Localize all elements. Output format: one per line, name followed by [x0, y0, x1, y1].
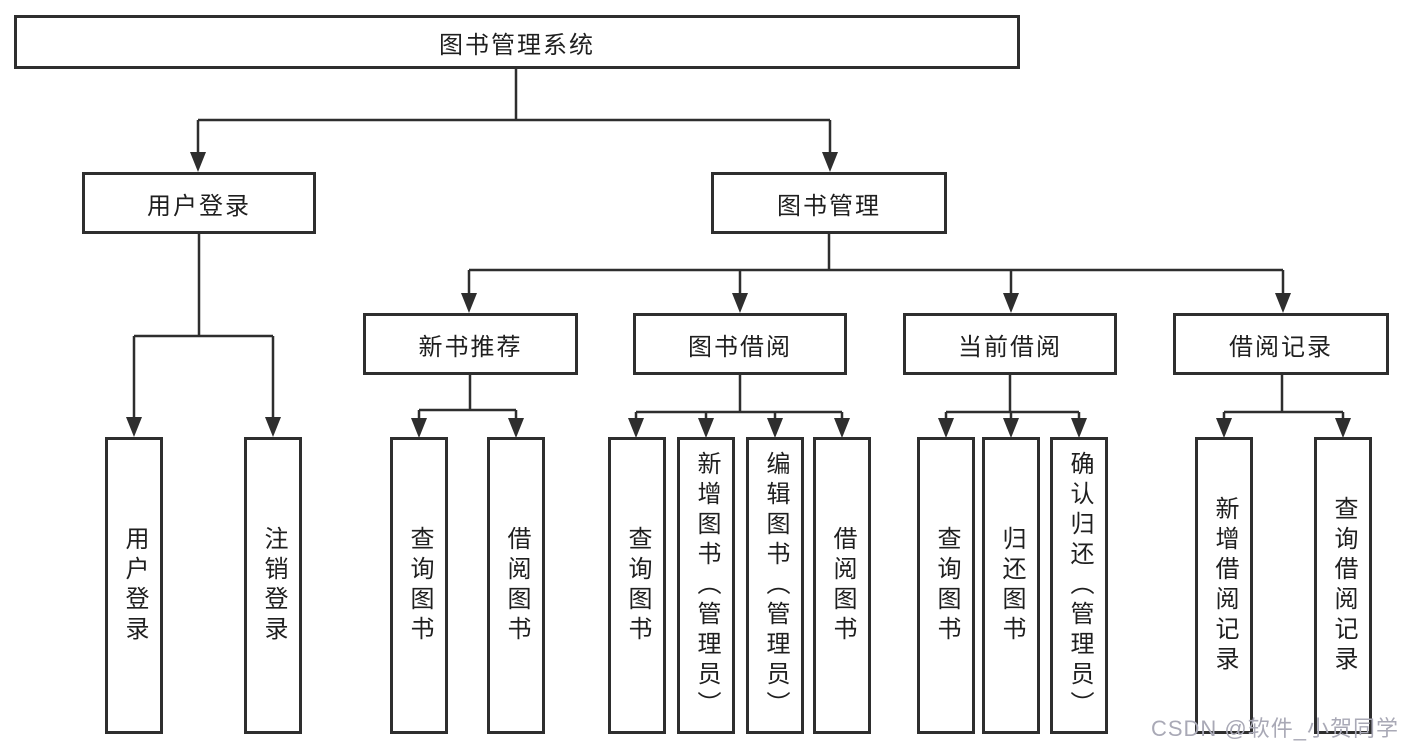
leaf-user-login: 用户登录: [105, 437, 163, 734]
node-label: 新增图书（管理员）: [693, 450, 720, 721]
node-label: 查询图书: [624, 525, 651, 646]
node-label: 注销登录: [260, 525, 287, 646]
node-book-management: 图书管理: [711, 172, 947, 234]
leaf-edit-books-admin: 编辑图书（管理员）: [746, 437, 804, 734]
node-current-borrowing: 当前借阅: [903, 313, 1117, 375]
leaf-borrow-books: 借阅图书: [813, 437, 871, 734]
node-label: 查询图书: [406, 525, 433, 646]
leaf-add-borrow-record: 新增借阅记录: [1195, 437, 1253, 734]
node-label: 查询图书: [933, 525, 960, 646]
leaf-query-books-recommend: 查询图书: [390, 437, 448, 734]
node-label: 借阅图书: [503, 525, 530, 646]
leaf-return-books: 归还图书: [982, 437, 1040, 734]
node-label: 用户登录: [147, 192, 251, 220]
leaf-confirm-return-admin: 确认归还（管理员）: [1050, 437, 1108, 734]
csdn-watermark: CSDN @软件_小贺同学: [1150, 716, 1399, 741]
node-label: 归还图书: [998, 525, 1025, 646]
leaf-borrow-books-recommend: 借阅图书: [487, 437, 545, 734]
node-label: 用户登录: [121, 525, 148, 646]
node-label: 确认归还（管理员）: [1066, 450, 1093, 721]
leaf-add-books-admin: 新增图书（管理员）: [677, 437, 735, 734]
node-label: 新增借阅记录: [1211, 495, 1238, 676]
node-new-book-recommendation: 新书推荐: [363, 313, 578, 375]
node-label: 编辑图书（管理员）: [762, 450, 789, 721]
node-label: 新书推荐: [418, 333, 523, 361]
leaf-query-books-current: 查询图书: [917, 437, 975, 734]
node-library-management-system: 图书管理系统: [14, 15, 1020, 69]
node-label: 查询借阅记录: [1330, 495, 1357, 676]
leaf-query-borrow-record: 查询借阅记录: [1314, 437, 1372, 734]
node-label: 图书借阅: [688, 333, 792, 361]
node-label: 借阅图书: [829, 525, 856, 646]
leaf-logout-login: 注销登录: [244, 437, 302, 734]
node-label: 图书管理: [777, 192, 881, 220]
node-borrowing-records: 借阅记录: [1173, 313, 1389, 375]
leaf-query-books-borrowing: 查询图书: [608, 437, 666, 734]
node-book-borrowing: 图书借阅: [633, 313, 847, 375]
node-label: 当前借阅: [958, 333, 1062, 361]
node-label: 借阅记录: [1229, 333, 1333, 361]
node-user-login: 用户登录: [82, 172, 316, 234]
node-label: 图书管理系统: [439, 31, 595, 59]
arrowhead-icons: [126, 152, 1351, 438]
